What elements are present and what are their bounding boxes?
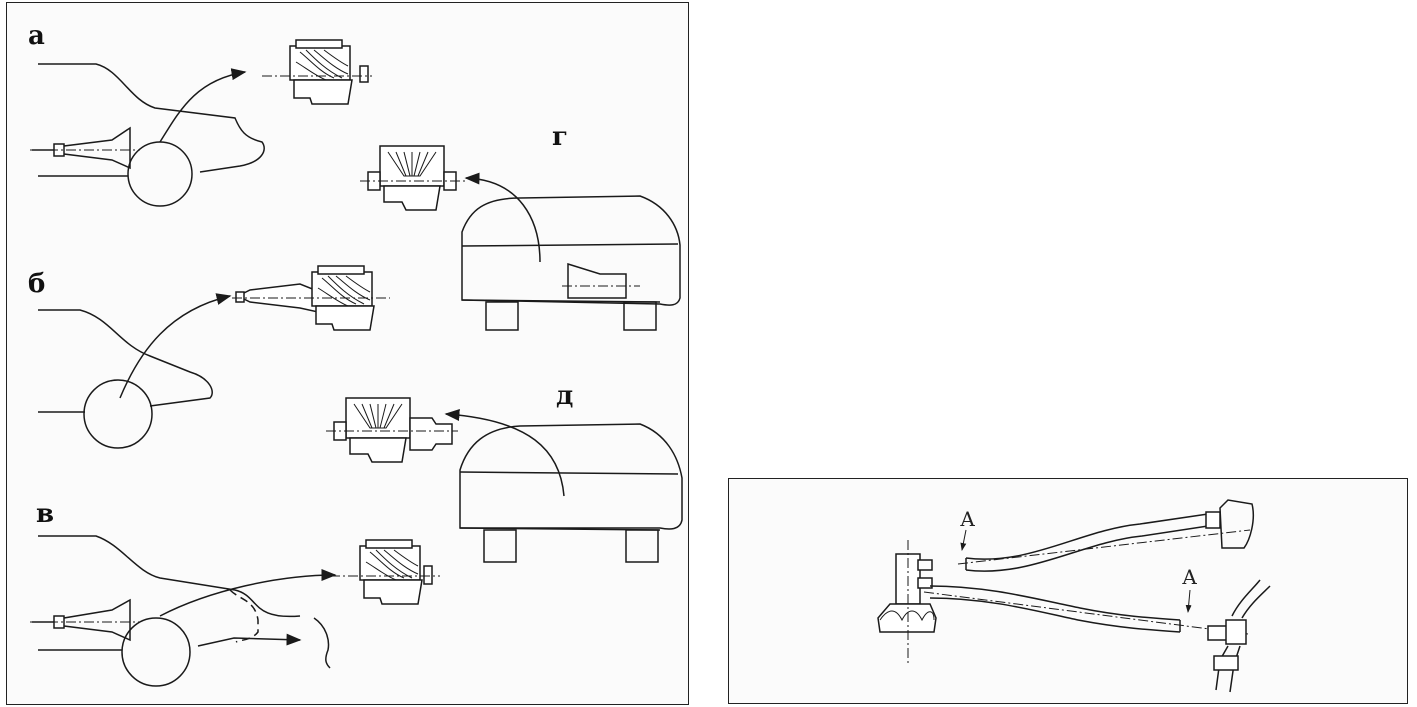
label-g: г bbox=[552, 122, 568, 152]
label-d: д bbox=[556, 381, 573, 411]
label-b: б bbox=[28, 269, 45, 299]
label-v: в bbox=[36, 499, 54, 529]
scheme-v bbox=[30, 535, 440, 687]
scheme-a bbox=[30, 39, 372, 207]
label-a: а bbox=[28, 21, 45, 51]
installation-schemes-panel bbox=[6, 2, 689, 705]
scheme-b bbox=[38, 265, 390, 449]
scheme-d bbox=[326, 397, 683, 563]
fuel-line-detail-panel bbox=[728, 478, 1408, 704]
scheme-g bbox=[360, 145, 681, 331]
